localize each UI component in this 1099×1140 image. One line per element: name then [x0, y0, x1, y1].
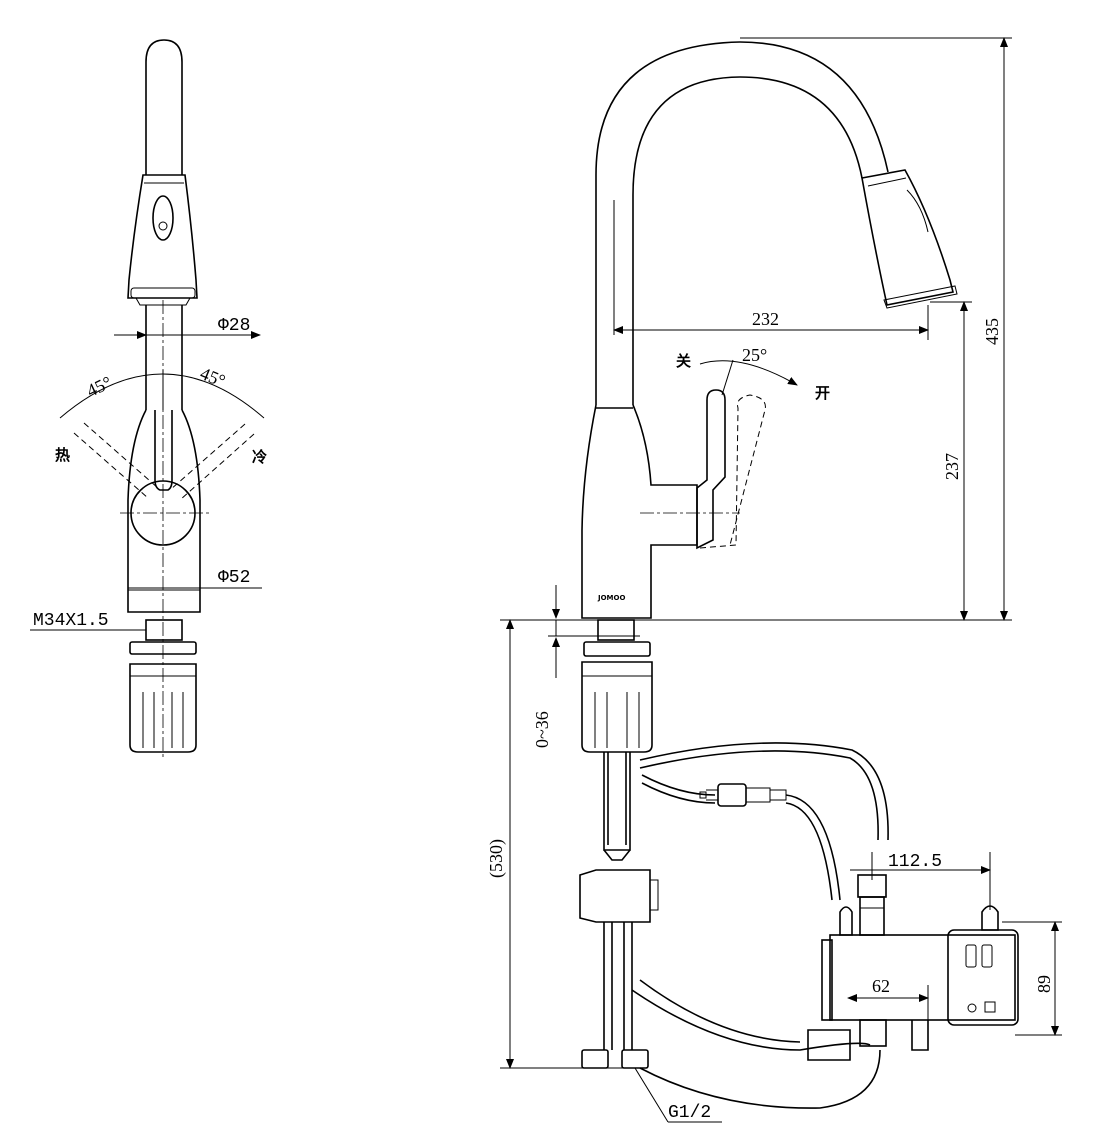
side-view: JOMOO 25° 关 开 232 435 237 0~36 — [486, 37, 1062, 1123]
front-mounting-nut — [129, 663, 197, 753]
side-mounting-nut — [581, 661, 653, 753]
gooseneck-inner — [632, 76, 863, 405]
dim-box-offset: 62 — [872, 976, 890, 996]
front-handle — [154, 410, 173, 491]
dim-spout-height: 237 — [942, 453, 962, 480]
dim-reach: 232 — [752, 309, 779, 329]
handle-angle-label: 25° — [742, 345, 767, 365]
front-view: 45° 45° 热 冷 Φ28 Φ52 M34X1.5 — [30, 39, 267, 760]
bracket — [579, 869, 651, 923]
control-box — [829, 934, 1016, 1021]
close-label: 关 — [676, 352, 691, 370]
sensor-cable — [639, 742, 889, 841]
brand-logo: JOMOO — [597, 594, 625, 602]
side-spray-head — [861, 169, 954, 306]
dim-front-top-diameter: Φ28 — [218, 316, 250, 336]
front-body — [127, 409, 201, 613]
thread-section — [145, 619, 183, 641]
cold-label: 冷 — [252, 448, 267, 466]
dim-deck-thickness: 0~36 — [532, 711, 552, 748]
mounting-shank — [603, 752, 631, 851]
outlet-fitting — [859, 1019, 887, 1047]
dim-front-body-diameter: Φ52 — [218, 568, 250, 588]
open-label: 开 — [815, 384, 830, 402]
dim-box-height: 89 — [1034, 975, 1054, 993]
dim-connector: G1/2 — [668, 1103, 711, 1123]
side-handle — [696, 389, 726, 550]
front-spout-tube — [145, 39, 183, 175]
dim-thread: M34X1.5 — [33, 611, 109, 631]
supply-hoses — [603, 922, 633, 1050]
angle-left-label: 45° — [84, 372, 115, 401]
side-body — [581, 404, 698, 619]
spray-button — [152, 195, 174, 241]
front-spray-head — [127, 174, 198, 299]
gooseneck-outer — [595, 41, 889, 405]
cable-connector — [717, 783, 747, 807]
dim-total-height: 435 — [982, 318, 1002, 345]
dim-hose-length: (530) — [486, 839, 507, 878]
dim-box-width: 112.5 — [888, 852, 942, 872]
hot-label: 热 — [55, 446, 70, 464]
angle-right-label: 45° — [197, 363, 228, 391]
battery-cover — [947, 929, 1019, 1026]
